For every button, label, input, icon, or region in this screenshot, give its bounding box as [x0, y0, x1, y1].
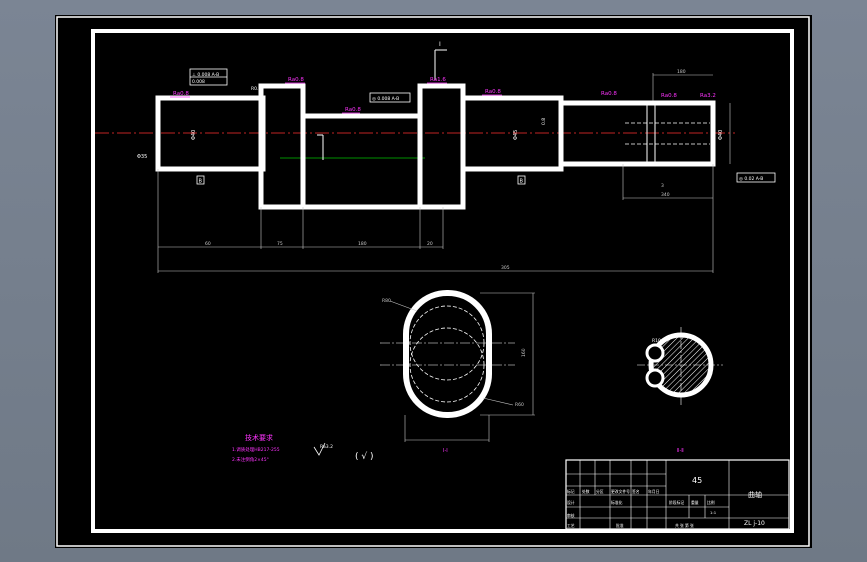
- small-note: 0.8: [541, 118, 547, 125]
- section-mark-1: Ⅰ: [439, 41, 441, 48]
- shaft-main-view: Ⅰ Ra0.8 Ra0.8 Ra0.8 Ra1.6 Ra0.8 Ra0.8 Ra…: [95, 41, 776, 273]
- datum-label: B: [199, 179, 203, 185]
- audit-label: 审核: [567, 513, 575, 518]
- dimension-label: 20: [427, 241, 433, 247]
- oval-section-view: R80 160 R60 Ⅰ-Ⅰ: [380, 290, 535, 454]
- scale-value: 1:1: [710, 510, 717, 515]
- drawing-canvas[interactable]: Ⅰ Ra0.8 Ra0.8 Ra0.8 Ra1.6 Ra0.8 Ra0.8 Ra…: [55, 15, 812, 548]
- dimension-label: 305: [501, 265, 510, 271]
- dimension-label: 60: [205, 241, 211, 247]
- title-row-label: 分区: [596, 489, 604, 494]
- weight-label: 重量: [691, 500, 699, 505]
- title-block: 45 曲轴 ZL j-10 标记 处数 分区 更改文件号 签名 年月日 设计 标…: [565, 459, 790, 530]
- title-row-label: 更改文件号: [611, 489, 630, 494]
- tolerance-frame: ⊥ 0.008 A-B: [192, 72, 219, 78]
- right-journal: [460, 95, 564, 172]
- roughness-label: Ra3.2: [700, 93, 716, 99]
- roughness-label: Ra0.8: [601, 91, 617, 97]
- cad-viewport[interactable]: Ⅰ Ra0.8 Ra0.8 Ra0.8 Ra1.6 Ra0.8 Ra0.8 Ra…: [55, 15, 812, 548]
- crank-pin: [300, 113, 423, 210]
- bracket-roughness-symbol: ( √ ): [355, 451, 373, 462]
- standard-label: 标准化: [611, 500, 623, 505]
- inner-drawing-frame: [91, 29, 794, 533]
- datum-label: B: [520, 179, 524, 185]
- small-note: 0.008: [192, 79, 205, 85]
- roughness-other: Ra3.2: [320, 444, 333, 450]
- oval-dimension: 160: [521, 348, 527, 357]
- title-row-label: 标记: [567, 489, 575, 494]
- diameter-label: Φ40: [718, 130, 724, 140]
- diameter-label: Φ35: [137, 154, 147, 160]
- dimension-label: 340: [661, 192, 670, 198]
- dimension-label: 180: [358, 241, 367, 247]
- scale-label: 比例: [707, 500, 715, 505]
- dimension-label: 75: [277, 241, 283, 247]
- tech-notes-title: 技术要求: [245, 433, 273, 442]
- oval-web-outline: [403, 290, 492, 418]
- approve-label: 批准: [616, 523, 624, 528]
- designer-label: 设计: [567, 500, 575, 505]
- oval-section-caption: Ⅰ-Ⅰ: [443, 448, 448, 454]
- process-label: 工艺: [567, 523, 575, 528]
- drawing-number: ZL j-10: [744, 520, 765, 527]
- tolerance-frame: ◎ 0.008 A-B: [372, 96, 399, 102]
- roughness-label: Ra0.8: [345, 107, 361, 113]
- part-name: 曲轴: [748, 490, 762, 499]
- stage-label: 阶段标记: [669, 500, 684, 505]
- tech-notes-line-1: 1.调质处理HB217-255: [232, 446, 280, 453]
- circle-section-view: R10 Ⅱ-Ⅱ: [637, 327, 723, 454]
- dimension-label: 3: [661, 183, 664, 189]
- roughness-label: Ra0.8: [288, 77, 304, 83]
- small-note: R0.5: [251, 86, 261, 92]
- left-journal: [155, 95, 266, 172]
- left-crank-web: [258, 83, 306, 210]
- roughness-label: Ra1.6: [430, 77, 446, 83]
- circle-dimension: R10: [652, 338, 661, 344]
- outer-sheet-frame: [56, 16, 810, 547]
- title-row-label: 签名: [632, 489, 640, 494]
- diameter-label: Φ40: [191, 130, 197, 140]
- tech-notes-line-2: 2.未注倒角2×45°: [232, 456, 269, 463]
- dimension-label: 180: [677, 69, 686, 75]
- oval-dimension: R60: [515, 402, 524, 408]
- circle-section-caption: Ⅱ-Ⅱ: [677, 448, 684, 454]
- tolerance-frame: ◎ 0.02 A-B: [739, 176, 763, 182]
- right-crank-web: [417, 83, 466, 210]
- roughness-label: Ra0.8: [661, 93, 677, 99]
- material-text: 45: [692, 476, 702, 485]
- roughness-label: Ra0.8: [485, 89, 501, 95]
- sheet-label: 共 张 第 张: [675, 523, 694, 528]
- title-row-label: 处数: [582, 489, 590, 494]
- title-row-label: 年月日: [648, 489, 660, 494]
- diameter-label: Φ45: [513, 130, 519, 140]
- shaft-extension: [558, 100, 716, 167]
- oval-dimension: R80: [382, 298, 391, 304]
- technical-notes: 技术要求 1.调质处理HB217-255 2.未注倒角2×45° Ra3.2 (…: [232, 433, 373, 463]
- roughness-label: Ra0.8: [173, 91, 189, 97]
